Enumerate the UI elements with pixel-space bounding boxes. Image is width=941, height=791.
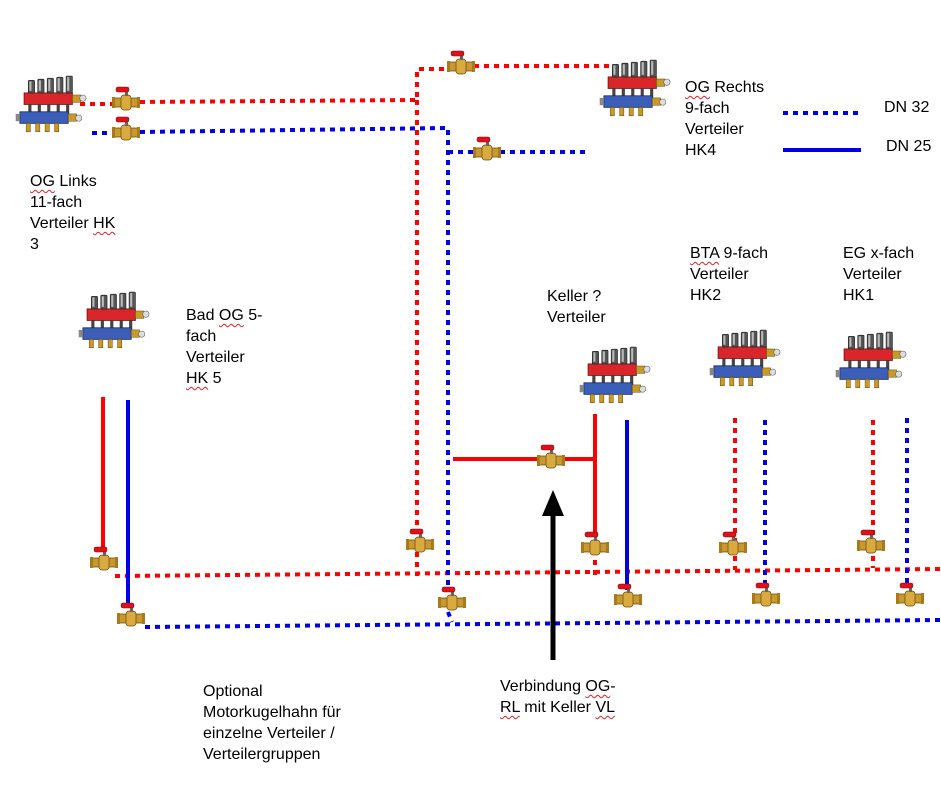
ball-valve-icon <box>856 529 886 554</box>
label-text: OG <box>585 678 611 695</box>
label-text: HK <box>93 215 116 232</box>
ball-valve-icon <box>405 528 435 553</box>
ball-valve-icon <box>751 582 781 607</box>
label-text: Links <box>54 173 97 190</box>
label-text: OG <box>30 173 55 190</box>
manifold-icon <box>709 329 781 387</box>
ball-valve-icon <box>111 116 141 141</box>
label-text: Verbindung <box>500 678 586 695</box>
manifold-icon <box>835 331 907 389</box>
label-text: 11-fach <box>30 194 83 211</box>
label-optional: Optional Motorkugelhahn für einzelne Ver… <box>203 681 341 765</box>
supply-pipe-dn32 <box>80 64 941 578</box>
label-text: HK2 <box>690 287 722 304</box>
label-text: HK4 <box>685 142 717 159</box>
arrow-up-icon <box>542 490 564 660</box>
label-text: einzelne Verteiler / <box>203 725 335 742</box>
label-text: HK1 <box>843 287 875 304</box>
label-text: EG x-fach <box>843 245 915 262</box>
ball-valve-icon <box>536 444 566 469</box>
manifold-icon <box>599 59 671 117</box>
label-text: 5 <box>208 370 222 387</box>
ball-valve-icon <box>718 531 748 556</box>
label-text: BTA <box>690 245 720 262</box>
label-text: Verteiler <box>186 349 245 366</box>
label-text: OG <box>685 79 710 96</box>
label-text: HK <box>186 370 209 387</box>
label-text: Verteiler <box>843 266 902 283</box>
label-text: 9-fach <box>719 245 768 262</box>
ball-valve-icon <box>446 50 476 75</box>
label-bta: BTA 9-fach Verteiler HK2 <box>690 243 768 306</box>
manifold-icon <box>78 291 150 349</box>
label-text: fach <box>186 328 217 345</box>
ball-valve-icon <box>895 582 925 607</box>
legend-dn25-label: DN 25 <box>886 138 932 155</box>
label-keller: Keller ? Verteiler <box>547 286 606 328</box>
label-text: mit Keller <box>519 699 596 716</box>
label-text: Verteiler <box>685 121 744 138</box>
label-eg: EG x-fach Verteiler HK1 <box>843 243 914 306</box>
label-text: 3 <box>30 236 39 253</box>
manifold-icon <box>15 75 87 133</box>
label-text: Verteiler <box>690 266 749 283</box>
ball-valve-icon <box>580 531 610 556</box>
legend-dn32-label: DN 32 <box>884 99 930 116</box>
return-pipe-dn25 <box>126 400 629 604</box>
manifold-icon <box>579 346 651 404</box>
label-text: Keller ? <box>547 288 602 305</box>
label-og-links: OG Links 11-fach Verteiler HK 3 <box>30 171 115 255</box>
ball-valve-icon <box>613 583 643 608</box>
label-text: Verteiler <box>547 309 606 326</box>
label-text: Optional <box>203 683 263 700</box>
label-text: Motorkugelhahn für <box>203 704 341 721</box>
label-text: RL <box>500 699 520 716</box>
label-text: Verteiler <box>30 215 94 232</box>
label-text: 9-fach <box>685 100 730 117</box>
label-text: - <box>610 678 616 695</box>
label-text: Bad <box>186 307 219 324</box>
label-bad-og: Bad OG 5- fach Verteiler HK 5 <box>186 305 262 389</box>
supply-pipe-dn25 <box>101 397 597 548</box>
ball-valve-icon <box>111 86 141 111</box>
ball-valve-icon <box>437 586 467 611</box>
label-verbindung: Verbindung OG- RL mit Keller VL <box>500 676 616 718</box>
return-pipe-dn32 <box>92 125 941 629</box>
label-text: Verteilergruppen <box>203 746 321 763</box>
label-og-rechts: OG Rechts 9-fach Verteiler HK4 <box>685 77 764 161</box>
label-text: Rechts <box>709 79 765 96</box>
ball-valve-icon <box>472 136 502 161</box>
label-text: OG <box>218 307 244 324</box>
ball-valve-icon <box>116 602 146 627</box>
label-text: 5- <box>243 307 263 324</box>
ball-valve-icon <box>89 546 119 571</box>
label-text: VL <box>595 699 616 716</box>
